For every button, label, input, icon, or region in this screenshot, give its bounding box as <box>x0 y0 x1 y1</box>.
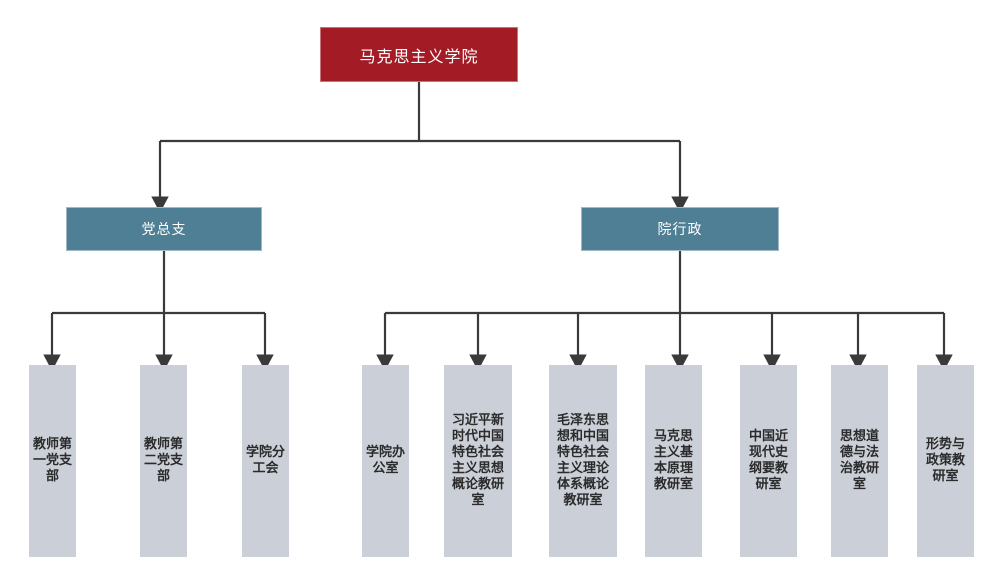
node-leaf-party-3-label: 学院分工会 <box>245 445 285 476</box>
node-leaf-admin-5-label: 中国近现代史纲要教研室 <box>748 429 788 492</box>
node-leaf-admin-4-label: 马克思主义基本原理教研室 <box>653 429 693 492</box>
node-leaf-admin-5[interactable]: 中国近现代史纲要教研室 <box>740 365 797 557</box>
node-branch-admin[interactable]: 院行政 <box>581 207 779 251</box>
node-root-label: 马克思主义学院 <box>359 46 479 66</box>
node-leaf-party-2[interactable]: 教师第二党支部 <box>140 365 187 557</box>
node-leaf-party-1-label: 教师第一党支部 <box>32 437 72 484</box>
node-root[interactable]: 马克思主义学院 <box>320 27 518 82</box>
node-leaf-admin-1[interactable]: 学院办公室 <box>362 365 409 557</box>
node-leaf-admin-6-label: 思想道德与法治教研室 <box>839 429 879 492</box>
node-leaf-admin-2[interactable]: 习近平新时代中国特色社会主义思想概论教研室 <box>444 365 512 557</box>
node-leaf-party-1[interactable]: 教师第一党支部 <box>29 365 76 557</box>
node-leaf-party-3[interactable]: 学院分工会 <box>242 365 289 557</box>
node-leaf-admin-1-label: 学院办公室 <box>365 445 405 476</box>
node-leaf-admin-3[interactable]: 毛泽东思想和中国特色社会主义理论体系概论教研室 <box>549 365 617 557</box>
node-leaf-admin-2-label: 习近平新时代中国特色社会主义思想概论教研室 <box>451 413 504 508</box>
node-leaf-admin-4[interactable]: 马克思主义基本原理教研室 <box>645 365 702 557</box>
node-leaf-admin-3-label: 毛泽东思想和中国特色社会主义理论体系概论教研室 <box>556 413 609 508</box>
node-branch-party[interactable]: 党总支 <box>66 207 262 251</box>
node-branch-admin-label: 院行政 <box>657 222 703 238</box>
node-branch-party-label: 党总支 <box>141 222 187 238</box>
node-leaf-admin-6[interactable]: 思想道德与法治教研室 <box>831 365 888 557</box>
node-leaf-party-2-label: 教师第二党支部 <box>143 437 183 484</box>
node-leaf-admin-7[interactable]: 形势与政策教研室 <box>917 365 974 557</box>
node-leaf-admin-7-label: 形势与政策教研室 <box>925 437 965 484</box>
